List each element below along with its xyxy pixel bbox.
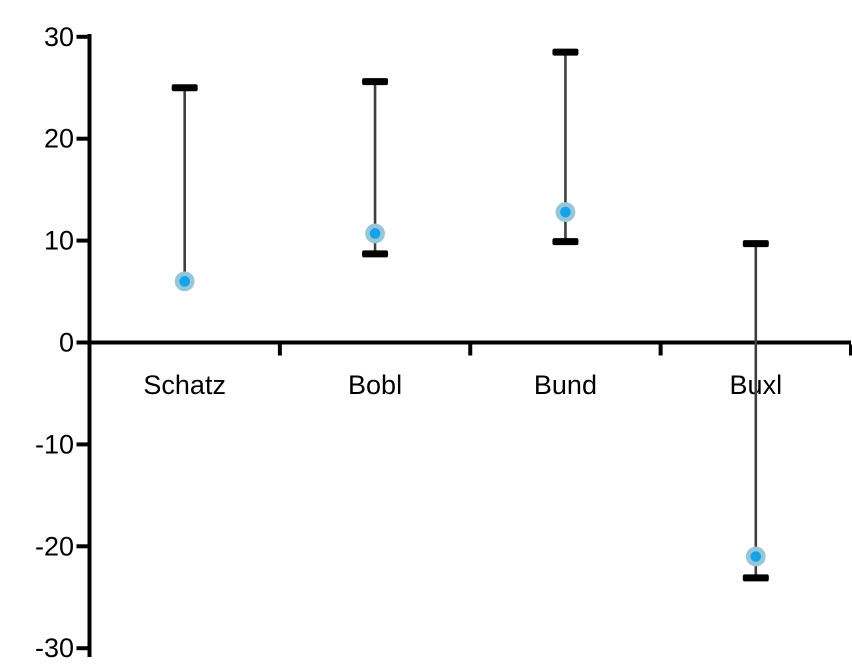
- high-cap: [742, 240, 769, 248]
- y-axis-tick-label: 10: [44, 226, 74, 256]
- value-marker: [365, 223, 385, 244]
- high-cap: [552, 48, 579, 56]
- y-axis-tick-label: -10: [35, 429, 74, 459]
- y-axis-tick-label: -30: [35, 633, 74, 663]
- high-cap: [362, 78, 389, 86]
- high-cap: [171, 84, 198, 92]
- y-axis-tick-label: 0: [59, 328, 74, 358]
- category-label: Bobl: [348, 370, 402, 400]
- y-axis-tick-label: 30: [44, 22, 74, 52]
- low-cap: [552, 238, 579, 246]
- y-axis-tick-label: -20: [35, 531, 74, 561]
- category-label: Bund: [534, 370, 597, 400]
- value-marker: [555, 202, 576, 222]
- low-cap: [362, 250, 389, 258]
- y-axis-tick-label: 20: [44, 124, 74, 154]
- value-marker: [745, 546, 766, 567]
- low-cap: [742, 574, 769, 582]
- category-label: Schatz: [143, 370, 226, 400]
- value-marker: [174, 271, 195, 292]
